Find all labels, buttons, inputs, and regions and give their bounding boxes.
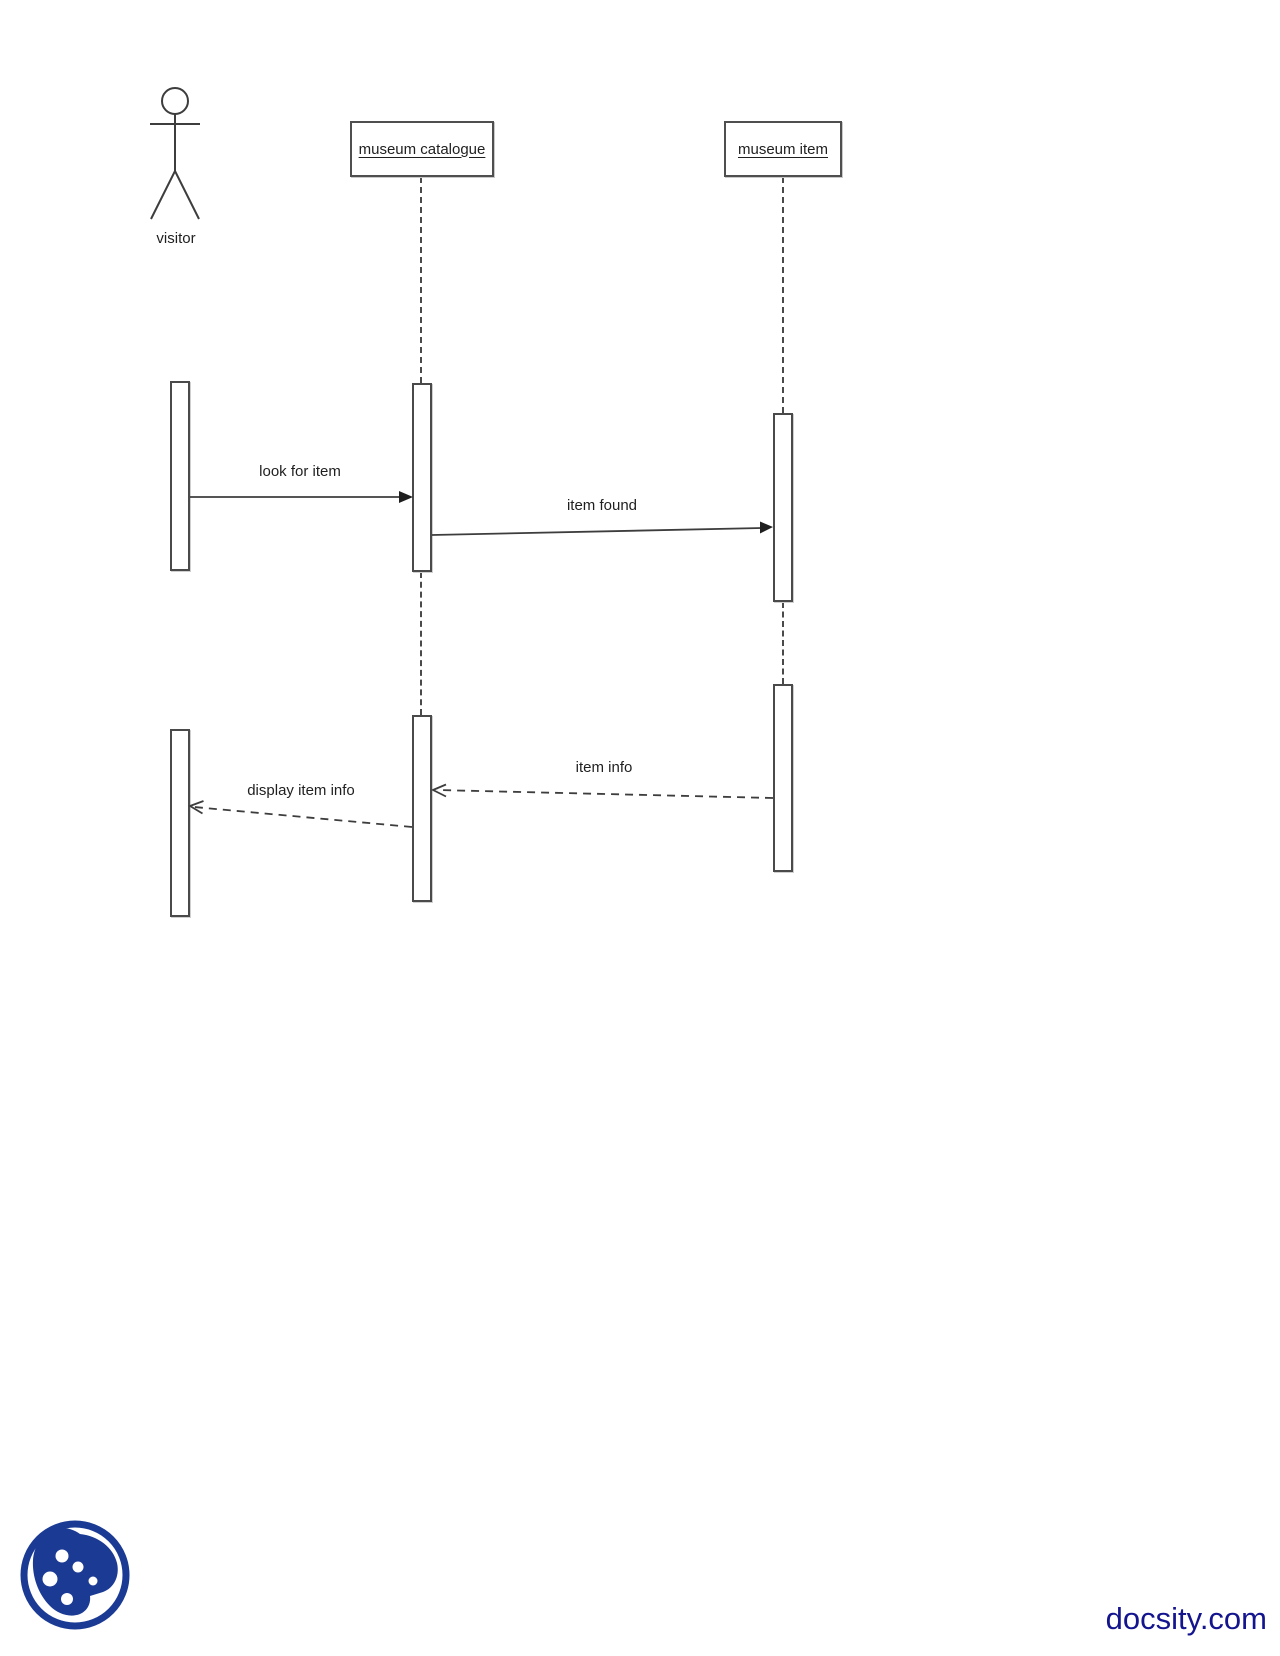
message-arrow-look-for-item [190, 491, 413, 503]
activation-bar-item-2 [773, 684, 793, 872]
actor-figure-icon [150, 87, 200, 220]
activation-bar-item-1 [773, 413, 793, 602]
arrowhead-open-icon [430, 783, 447, 798]
docsity-brand-link[interactable]: docsity.com [1105, 1601, 1267, 1636]
message-arrow-display-item-info [187, 800, 413, 828]
lifeline-museum-catalogue-upper [420, 177, 422, 383]
activation-bar-visitor-1 [170, 381, 190, 571]
message-label-look-for-item: look for item [259, 463, 341, 480]
message-label-item-info: item info [575, 759, 633, 776]
message-label-display-item-info: display item info [247, 782, 355, 799]
activation-bar-visitor-2 [170, 729, 190, 917]
message-arrow-item-info [430, 783, 774, 799]
actor-label: visitor [156, 230, 196, 247]
arrowhead-filled-icon [399, 491, 413, 503]
activation-bar-catalogue-1 [412, 383, 432, 572]
arrowhead-open-icon [187, 800, 204, 815]
lifeline-museum-catalogue-middle [420, 572, 422, 715]
object-box-museum-item: museum item [724, 121, 842, 177]
message-label-item-found: item found [566, 497, 638, 514]
object-label-museum-item: museum item [737, 140, 829, 158]
object-box-museum-catalogue: museum catalogue [350, 121, 494, 177]
activation-bar-catalogue-2 [412, 715, 432, 902]
message-arrow-item-found [431, 521, 773, 536]
docsity-logo-icon [20, 1520, 130, 1630]
lifeline-museum-item-middle [782, 602, 784, 684]
lifeline-museum-item-upper [782, 177, 784, 413]
object-label-museum-catalogue: museum catalogue [358, 140, 486, 158]
arrowhead-filled-icon [760, 521, 773, 534]
